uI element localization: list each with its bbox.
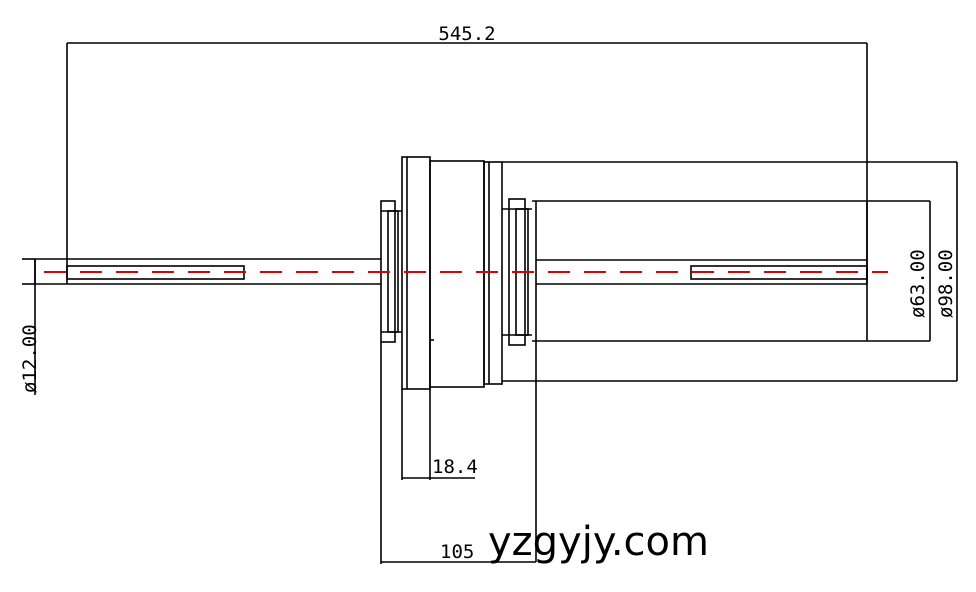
diameter-dimensions: [929, 162, 958, 381]
shaft-diameter-label: ø12.00: [19, 324, 41, 393]
inner-diameter-label: ø63.00: [907, 249, 929, 318]
outer-rotor-housing: [502, 161, 957, 382]
rotor-length-dimension: [380, 342, 536, 564]
shaft-diameter-dimension: [22, 258, 36, 395]
right-shaft: [536, 259, 868, 285]
housing-body: [429, 160, 485, 388]
overall-length-dimension: [66, 42, 868, 284]
watermark-text: yzgyjy.com: [488, 519, 709, 565]
outer-diameter-label: ø98.00: [935, 249, 957, 318]
flange-width-label: 18.4: [432, 456, 478, 478]
flange-width-dimension: [401, 387, 475, 480]
inner-cylinder: [532, 200, 930, 562]
overall-length-label: 545.2: [438, 23, 495, 45]
right-shaft-keyway: [690, 265, 868, 280]
rotor-length-label: 105: [440, 541, 474, 563]
